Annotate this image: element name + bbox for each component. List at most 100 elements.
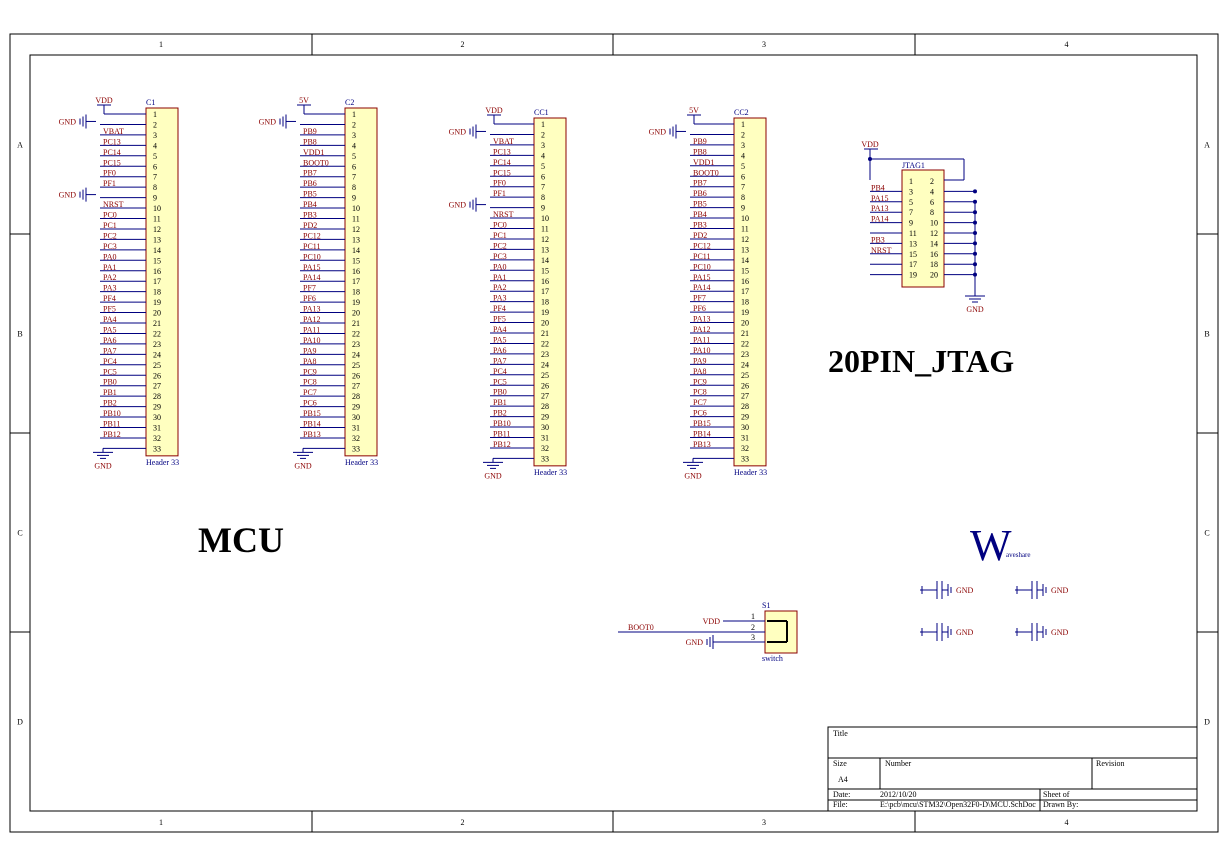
net-label: PB1 [103,388,117,397]
net-label: PF7 [303,284,316,293]
size-label: Size [833,759,847,768]
net-label: PA14 [693,283,711,292]
pin-number: 15 [741,266,749,275]
pin-number: 17 [153,277,161,286]
gnd-label: GND [1051,628,1069,637]
pin-number: 21 [352,319,360,328]
net-label: PC13 [493,147,511,156]
net-label: PB9 [693,137,707,146]
net-label: PB12 [103,430,121,439]
pin-number: 14 [153,246,161,255]
net-label: VDD1 [693,158,714,167]
net-label: PC15 [493,168,511,177]
jtag-body [901,169,945,288]
title-label: Title [833,729,848,738]
header-designator: C2 [345,98,354,107]
column-marker: 3 [762,818,766,827]
net-label: PB8 [693,147,707,156]
net-label: PB15 [693,419,711,428]
net-label: PC10 [693,262,711,271]
pin-number: 11 [909,229,917,238]
net-label: PB6 [693,189,707,198]
net-label: PB0 [103,378,117,387]
net-label: PA11 [693,335,710,344]
net-label: PB6 [303,179,317,188]
net-label: PC5 [103,367,117,376]
pin-number: 33 [153,444,161,453]
pin-number: 10 [930,219,938,228]
pin-number: 22 [741,339,749,348]
sheet-label: Sheet of [1043,790,1070,799]
pin-number: 10 [153,204,161,213]
net-label: PA8 [303,357,317,366]
pin-number: 31 [352,424,360,433]
gnd-label: GND [294,461,312,470]
net-label: PC1 [493,231,507,240]
net-label: PC10 [303,252,321,261]
net-label: PF0 [493,179,506,188]
net-label: PC2 [103,231,117,240]
net-label: PB2 [103,399,117,408]
pin-number: 23 [541,350,549,359]
pin-number: 6 [153,162,157,171]
net-label: PF4 [493,304,506,313]
pin-number: 5 [153,152,157,161]
header-designator: CC2 [734,108,749,117]
pin-number: 7 [909,208,913,217]
date-value: 2012/10/20 [880,790,916,799]
net-label: NRST [103,200,124,209]
pin-number: 17 [352,277,360,286]
net-label: PC15 [103,158,121,167]
net-label: PC13 [103,137,121,146]
pin-number: 33 [541,454,549,463]
pin-number: 15 [153,256,161,265]
pin-number: 6 [541,172,545,181]
net-label: PD2 [693,231,707,240]
pin-number: 33 [352,444,360,453]
net-label: PD2 [303,221,317,230]
net-label: PB13 [693,440,711,449]
net-label: PA6 [493,346,507,355]
pin-number: 3 [541,141,545,150]
net-label: PB9 [303,127,317,136]
pin-number: 7 [153,173,157,182]
header-type: Header 33 [146,458,179,467]
gnd-label: GND [59,117,77,126]
pin-number: 26 [153,371,161,380]
pin-number: 25 [541,371,549,380]
pin-number: 19 [909,271,917,280]
pin-number: 28 [153,392,161,401]
gnd-label: GND [259,117,277,126]
gnd-label: GND [484,471,502,480]
column-marker: 4 [1065,818,1069,827]
column-marker: 4 [1065,40,1069,49]
pin-number: 11 [352,215,360,224]
pin-number: 8 [541,193,545,202]
net-label: PF1 [103,179,116,188]
pin-number: 4 [930,187,934,196]
pin-number: 30 [153,413,161,422]
net-label: PB5 [303,190,317,199]
net-label: PA13 [693,315,711,324]
pin-number: 25 [741,371,749,380]
pin-number: 20 [541,319,549,328]
net-label: PC4 [103,357,117,366]
pin-number: 23 [153,340,161,349]
column-marker: 1 [159,40,163,49]
pin-number: 16 [153,267,161,276]
pin-number: 25 [352,361,360,370]
pin-number: 20 [153,309,161,318]
gnd-label: GND [684,471,702,480]
net-label: PB0 [493,388,507,397]
power-label: VDD [95,96,113,105]
net-label: PA0 [103,252,117,261]
net-label: PC3 [493,252,507,261]
pin-number: 1 [751,612,755,621]
pin-number: 13 [153,235,161,244]
net-label: PB14 [303,420,321,429]
column-marker: 3 [762,40,766,49]
pin-number: 1 [741,120,745,129]
